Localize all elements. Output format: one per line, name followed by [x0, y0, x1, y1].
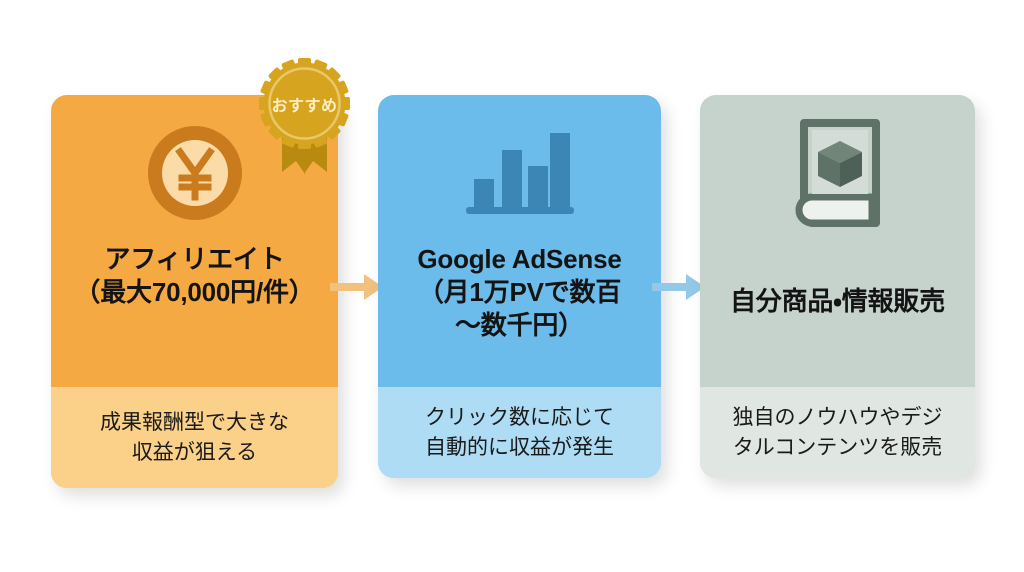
card-adsense-note-line-1: クリック数に応じて — [425, 405, 614, 429]
bar-chart-icon — [378, 113, 661, 231]
card-ownproduct-inner: 自分商品・情報販売 独自のノウハウやデジ タルコンテンツを販売 — [700, 95, 975, 478]
card-affiliate-footer: 成果報酬型で大きな 収益が狙える — [51, 387, 338, 488]
card-adsense-title-line-1: Google AdSense — [417, 244, 622, 274]
card-ownproduct-footer: 独自のノウハウやデジ タルコンテンツを販売 — [700, 387, 975, 478]
card-ownproduct-title: 自分商品・情報販売 — [722, 285, 953, 318]
card-adsense-note-line-2: 自動的に収益が発生 — [425, 435, 614, 459]
card-adsense-footer: クリック数に応じて 自動的に収益が発生 — [378, 387, 661, 478]
card-ownproduct-note-line-1: 独自のノウハウやデジ — [732, 405, 943, 429]
arrow-affiliate-to-adsense — [330, 270, 384, 304]
card-adsense-title: Google AdSense （月1万PVで数百 〜数千円） — [409, 243, 629, 341]
card-ownproduct-title-line-1: 自分商品・情報販売 — [729, 286, 946, 316]
card-ownproduct-body: 自分商品・情報販売 — [700, 95, 975, 387]
card-adsense-note: クリック数に応じて 自動的に収益が発生 — [415, 403, 624, 463]
card-ownproduct-note-line-2: タルコンテンツを販売 — [732, 435, 943, 459]
card-adsense-title-line-3: 〜数千円） — [454, 309, 584, 340]
badge-recommended: おすすめ — [252, 56, 357, 176]
card-ownproduct-note: 独自のノウハウやデジ タルコンテンツを販売 — [723, 403, 953, 463]
card-affiliate-note-line-2: 収益が狙える — [131, 440, 258, 464]
arrow-right-icon — [652, 274, 705, 300]
ribbon-rosette-icon — [259, 58, 350, 174]
book-cube-icon — [700, 113, 975, 233]
card-adsense-title-line-2: （月1万PVで数百 — [417, 276, 622, 307]
card-affiliate-title-line-2: （最大70,000円/件） — [74, 276, 315, 307]
card-affiliate-body: アフィリエイト （最大70,000円/件） — [51, 95, 338, 387]
arrow-adsense-to-ownproduct — [652, 270, 706, 304]
card-adsense[interactable]: Google AdSense （月1万PVで数百 〜数千円） クリック数に応じて… — [378, 95, 661, 478]
card-adsense-inner: Google AdSense （月1万PVで数百 〜数千円） クリック数に応じて… — [378, 95, 661, 478]
yen-coin-icon — [51, 113, 338, 233]
arrow-right-icon — [330, 274, 383, 300]
card-affiliate-title: アフィリエイト （最大70,000円/件） — [66, 243, 322, 309]
card-affiliate-note: 成果報酬型で大きな 収益が狙える — [90, 408, 299, 468]
card-affiliate-note-line-1: 成果報酬型で大きな — [100, 410, 289, 434]
card-adsense-body: Google AdSense （月1万PVで数百 〜数千円） — [378, 95, 661, 387]
card-affiliate-title-line-1: アフィリエイト — [104, 244, 285, 274]
card-ownproduct[interactable]: 自分商品・情報販売 独自のノウハウやデジ タルコンテンツを販売 — [700, 95, 975, 478]
